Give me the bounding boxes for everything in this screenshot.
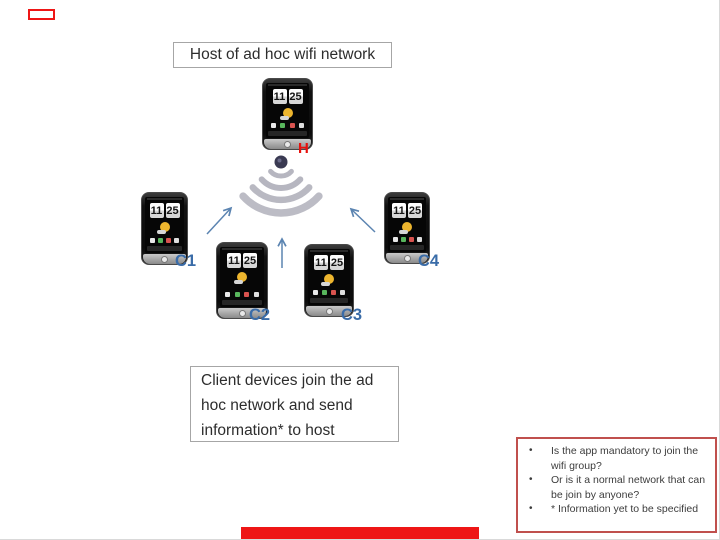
clock-hours: 11 (149, 203, 164, 218)
phone-screen: 11 25 (388, 197, 426, 252)
client-label-c2: C2 (249, 306, 271, 324)
phone-chin (143, 254, 186, 264)
client-label-c1: C1 (175, 252, 197, 270)
bullet-item: • * Information yet to be specified (526, 502, 709, 517)
bullet-dot: • (529, 474, 533, 485)
weather-sun-icon (399, 222, 412, 234)
bullet-dot: • (529, 445, 533, 456)
flip-clock: 11 25 (308, 255, 350, 270)
client-label-c3: C3 (341, 306, 363, 324)
app-icons-row (223, 292, 261, 297)
arrow-c1-to-host (206, 206, 233, 235)
flip-clock: 11 25 (388, 203, 426, 218)
phone-screen: 11 25 (266, 83, 309, 138)
weather-sun-icon (234, 272, 247, 284)
clock-minutes: 25 (243, 253, 257, 268)
phone-screen: 11 25 (220, 247, 264, 307)
bullet-text: * Information yet to be specified (551, 503, 699, 515)
client-label-c4: C4 (418, 252, 440, 270)
client-phone-c4: 11 25 (384, 192, 430, 264)
weather-sun-icon (156, 222, 170, 234)
bullet-item: • Is the app mandatory to join the wifi … (526, 444, 709, 473)
app-icons-row (269, 123, 306, 128)
app-icons-row (148, 238, 181, 243)
bullet-text: Or is it a normal network that can be jo… (551, 474, 706, 501)
notes-box: • Is the app mandatory to join the wifi … (516, 437, 717, 533)
clock-hours: 11 (272, 89, 287, 104)
trackball-icon (404, 255, 410, 261)
phone-chin (218, 308, 266, 318)
trackball-icon (162, 256, 167, 262)
flip-clock: 11 25 (266, 89, 309, 104)
bullet-item: • Or is it a normal network that can be … (526, 473, 709, 502)
client-phone-c2: 11 25 (216, 242, 268, 319)
clock-minutes: 25 (288, 89, 303, 104)
weather-sun-icon (279, 108, 293, 120)
phone-statusbar (147, 198, 182, 200)
trackball-icon (285, 141, 290, 147)
host-label: H (298, 140, 309, 157)
clock-minutes: 25 (165, 203, 180, 218)
wifi-signal-icon (239, 155, 323, 217)
phone-chin (386, 253, 428, 263)
client-description-box: Client devices join the ad hoc network a… (190, 366, 399, 442)
phone-statusbar (390, 198, 424, 200)
clock-minutes: 25 (330, 255, 344, 270)
app-icons-row (311, 290, 347, 295)
phone-dock (268, 131, 307, 136)
phone-dock (310, 298, 348, 303)
phone-statusbar (310, 250, 348, 252)
phone-dock (147, 246, 182, 251)
clock-hours: 11 (314, 255, 328, 270)
bullet-text: Is the app mandatory to join the wifi gr… (551, 445, 699, 472)
clock-minutes: 25 (408, 203, 422, 218)
flip-clock: 11 25 (145, 203, 184, 218)
phone-dock (390, 245, 424, 250)
corner-accent-marker (28, 9, 55, 20)
arrow-c4-to-host (349, 207, 376, 233)
client-description-text: Client devices join the ad hoc network a… (201, 372, 374, 439)
title-text: Host of ad hoc wifi network (189, 46, 376, 63)
title-box: Host of ad hoc wifi network (173, 42, 392, 68)
flip-clock: 11 25 (220, 253, 264, 268)
host-phone: 11 25 (262, 78, 313, 150)
trackball-icon (239, 310, 245, 316)
bullet-dot: • (529, 503, 533, 514)
clock-hours: 11 (392, 203, 406, 218)
trackball-icon (326, 308, 332, 314)
weather-sun-icon (321, 274, 334, 286)
client-phone-c1: 11 25 (141, 192, 188, 265)
client-phone-c3: 11 25 (304, 244, 354, 317)
phone-screen: 11 25 (145, 197, 184, 253)
bottom-accent-bar (241, 527, 479, 539)
phone-statusbar (222, 248, 262, 250)
app-icons-row (391, 237, 423, 242)
phone-statusbar (268, 84, 307, 86)
phone-screen: 11 25 (308, 249, 350, 305)
clock-hours: 11 (227, 253, 241, 268)
phone-dock (222, 300, 262, 305)
phone-chin (306, 306, 352, 316)
phone-chin (264, 139, 311, 149)
